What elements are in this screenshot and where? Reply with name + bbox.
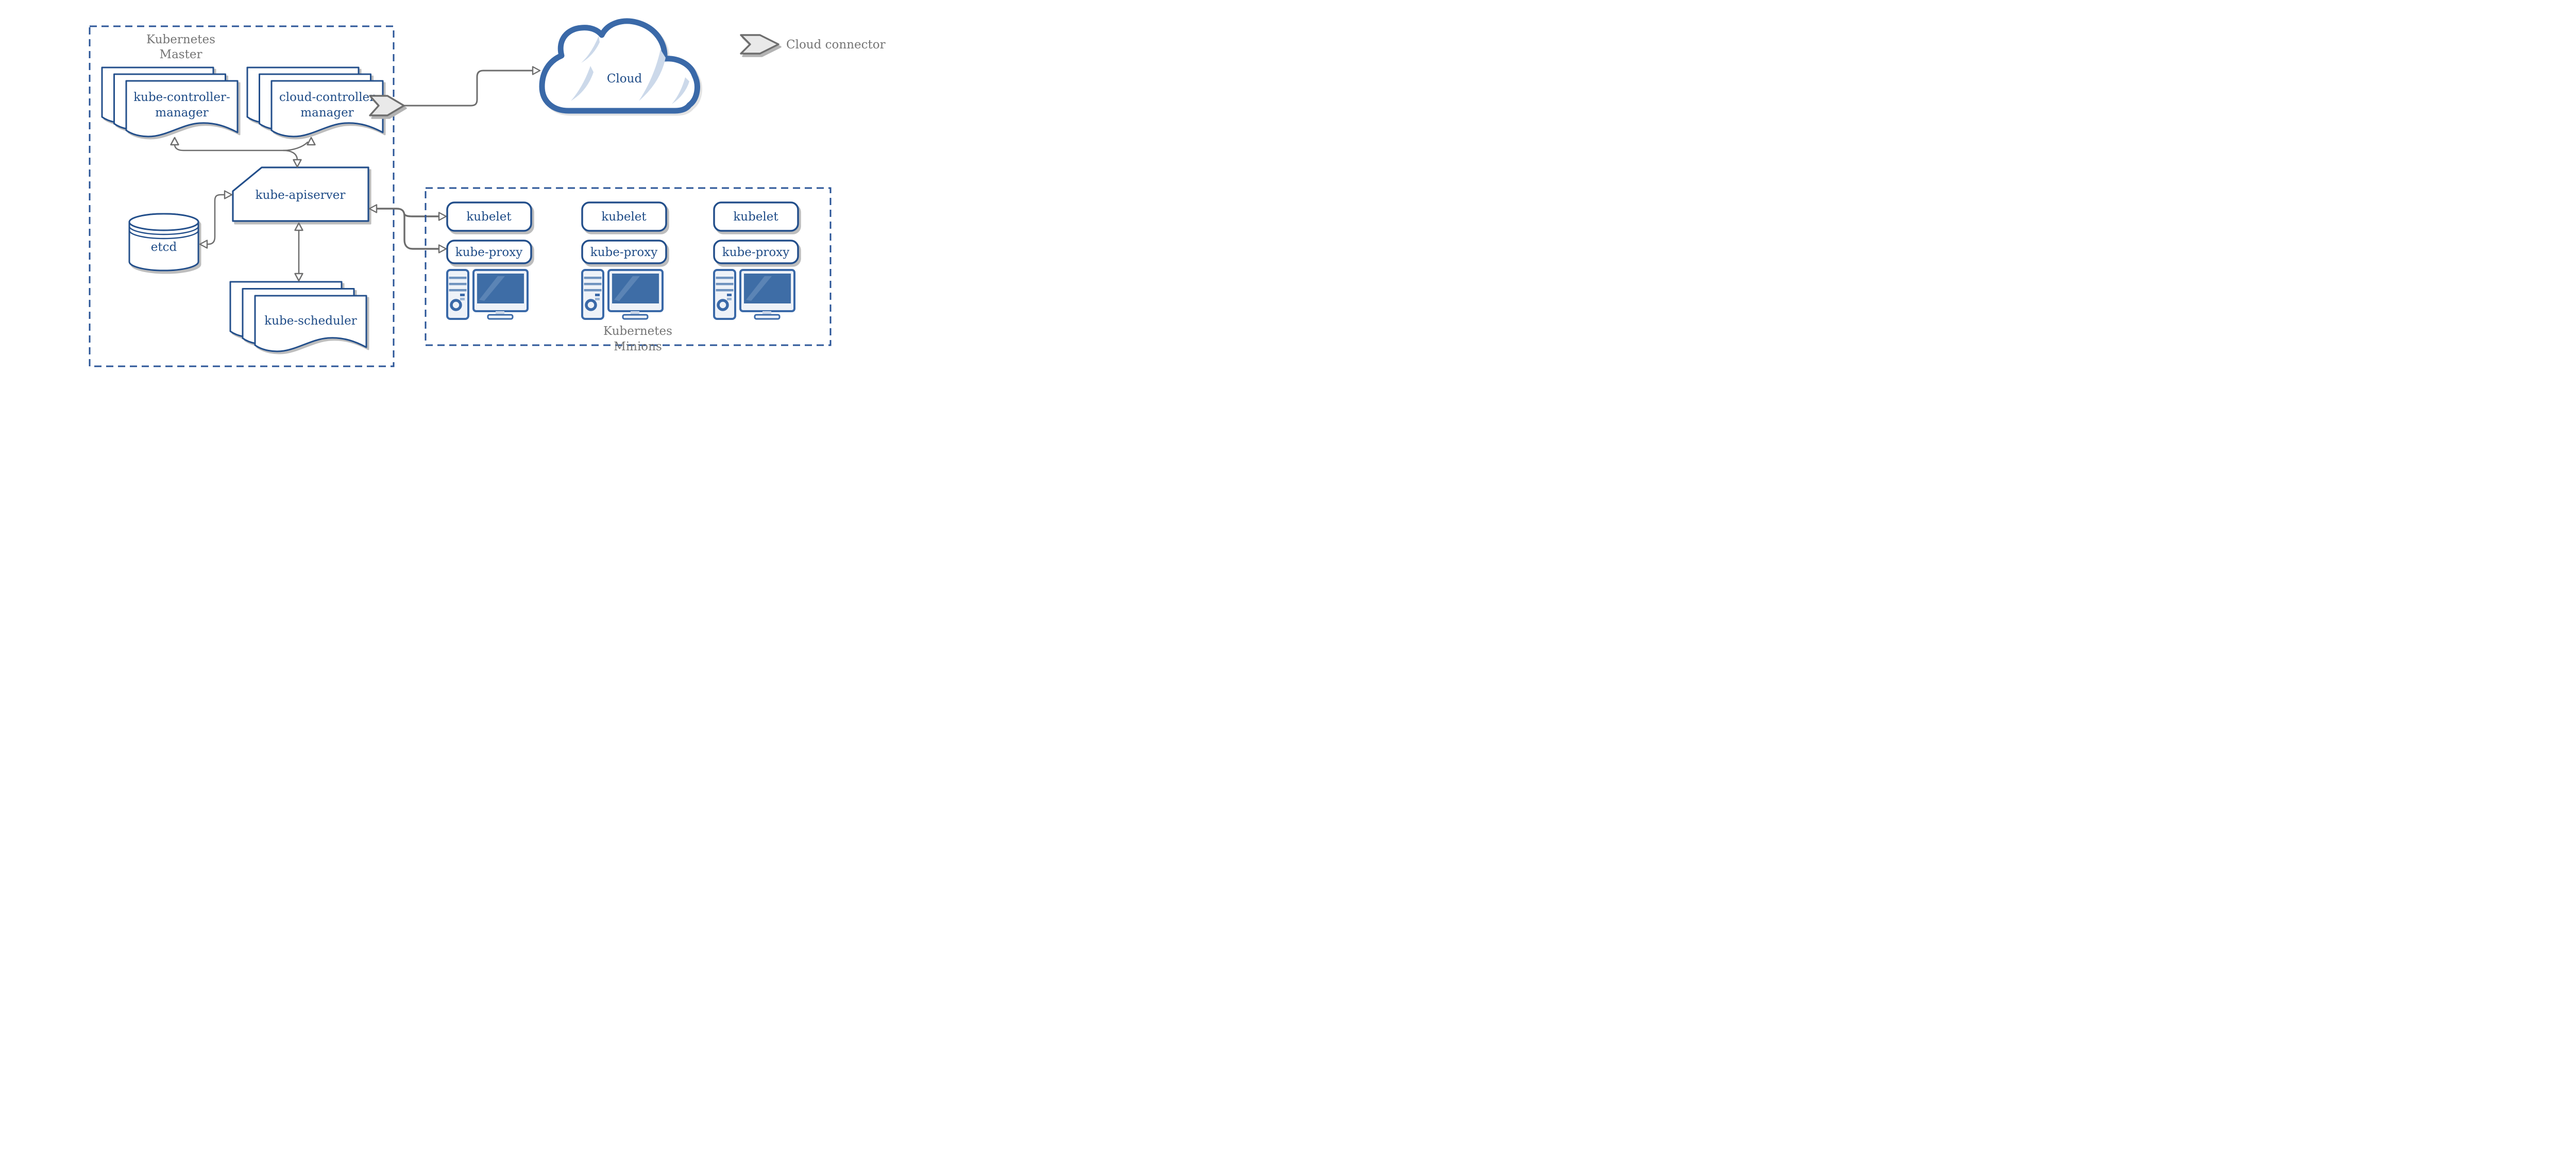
master-boundary: [89, 25, 395, 367]
kube-apiserver-label: kube-apiserver: [256, 189, 346, 202]
arrowhead-up: [294, 222, 303, 231]
kubelet-box: [581, 201, 667, 232]
kubelet-box: [446, 201, 532, 232]
cloud-highlight: [581, 36, 600, 63]
arrow-line: [375, 208, 440, 250]
arrow-line: [174, 143, 298, 161]
minion-node: kubelet kube-proxy: [446, 201, 532, 320]
etcd-node: etcd: [128, 213, 199, 272]
kube-scheduler-label: kube-scheduler: [264, 314, 357, 328]
document-card: [254, 295, 367, 352]
etcd-label: etcd: [151, 241, 177, 254]
minion-node: kubelet kube-proxy: [713, 201, 799, 320]
arrowhead-right: [438, 244, 447, 253]
cloud-connector-chevron: [369, 95, 405, 116]
minions-group: kubelet kube-proxy kubelet: [425, 187, 832, 353]
legend-label: Cloud connector: [786, 38, 886, 52]
cloud-controller-manager-node: cloud-controller manager: [246, 66, 384, 138]
kube-proxy-box: [581, 240, 667, 264]
cloud-highlight: [571, 66, 594, 101]
cloud-controller-manager-label-line1: cloud-controller: [279, 91, 375, 104]
kube-controller-manager-label-line1: kube-controller-: [133, 91, 230, 104]
kubelet-box: [713, 201, 799, 232]
cloud-group: Cloud: [539, 18, 700, 114]
kubelet-label: kubelet: [733, 210, 778, 224]
cylinder-ring: [128, 230, 199, 240]
kube-controller-manager-node: kube-controller- manager: [101, 66, 239, 138]
minions-label-line1: Kubernetes: [603, 325, 672, 338]
arrow-line: [282, 141, 309, 151]
computer-icon: [581, 269, 664, 320]
computer-icon: [446, 269, 529, 320]
kubelet-label: kubelet: [466, 210, 512, 224]
kube-controller-manager-label-line2: manager: [155, 106, 208, 120]
cloud-connector-legend-icon: [740, 34, 779, 55]
minions-label-line2: Minions: [614, 340, 662, 353]
cloud-label: Cloud: [607, 72, 642, 86]
apiserver-box: [232, 166, 369, 222]
arrowhead-left: [199, 240, 208, 249]
arrowhead-up: [307, 137, 316, 146]
cloud-controller-manager-label-line2: manager: [300, 106, 353, 120]
arrow-line: [206, 194, 226, 245]
kube-apiserver-node: kube-apiserver: [232, 166, 369, 222]
kube-scheduler-node: kube-scheduler: [229, 281, 367, 352]
cylinder-top: [128, 213, 199, 231]
kube-proxy-box: [713, 240, 799, 264]
arrowhead-up: [170, 137, 179, 146]
arrow-line: [403, 213, 440, 217]
minion-node: kubelet kube-proxy: [581, 201, 667, 320]
arrowhead-down: [294, 273, 303, 282]
cloud-highlight: [672, 77, 689, 104]
cloud-shape: [539, 18, 700, 114]
arrowhead-right: [532, 66, 541, 75]
computer-icon: [713, 269, 795, 320]
kube-proxy-box: [446, 240, 532, 264]
arrowhead-down: [293, 159, 302, 168]
arrowhead-right: [438, 212, 447, 221]
document-card: [125, 80, 239, 138]
master-group: Kubernetes Master kube-controller- manag…: [89, 25, 405, 367]
kubelet-label: kubelet: [601, 210, 647, 224]
kubernetes-architecture-diagram: Kubernetes Master kube-controller- manag…: [0, 0, 888, 384]
arrow-line: [403, 70, 534, 107]
cloud-highlight: [639, 49, 666, 101]
legend: Cloud connector: [740, 34, 886, 55]
cylinder-ring: [128, 226, 199, 235]
arrowhead-left: [368, 204, 378, 213]
connectors: [170, 66, 541, 282]
master-label-line2: Master: [160, 48, 202, 61]
kube-proxy-label: kube-proxy: [590, 246, 657, 259]
kube-proxy-label: kube-proxy: [722, 246, 789, 259]
minions-boundary: [425, 187, 832, 346]
master-label-line1: Kubernetes: [146, 33, 215, 46]
arrowhead-right: [224, 190, 233, 199]
kube-proxy-label: kube-proxy: [455, 246, 522, 259]
document-card: [270, 80, 384, 138]
